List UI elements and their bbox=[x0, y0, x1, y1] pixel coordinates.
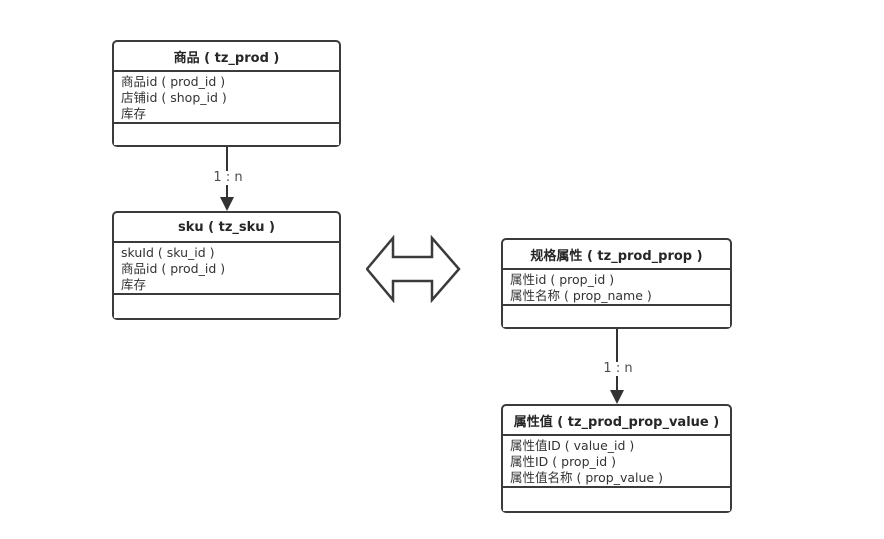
entity-table-tz-prod: 商品 ( tz_prod ) 商品id ( prod_id ) 店铺id ( s… bbox=[112, 40, 341, 147]
arrow-down-icon bbox=[220, 197, 234, 211]
entity-field-list: 商品id ( prod_id ) 店铺id ( shop_id ) 库存 bbox=[114, 72, 339, 124]
field-row: 店铺id ( shop_id ) bbox=[121, 90, 227, 105]
entity-table-tz-prod-prop: 规格属性 ( tz_prod_prop ) 属性id ( prop_id ) 属… bbox=[501, 238, 732, 329]
entity-title: sku ( tz_sku ) bbox=[114, 213, 339, 243]
field-row: 属性值ID ( value_id ) bbox=[510, 438, 635, 453]
entity-table-tz-sku: sku ( tz_sku ) skuId ( sku_id ) 商品id ( p… bbox=[112, 211, 341, 320]
entity-footer-empty bbox=[114, 295, 339, 318]
entity-field-list: 属性值ID ( value_id ) 属性ID ( prop_id ) 属性值名… bbox=[503, 436, 730, 488]
double-horizontal-arrow-icon bbox=[366, 235, 461, 303]
entity-title: 规格属性 ( tz_prod_prop ) bbox=[503, 240, 730, 270]
arrow-down-icon bbox=[610, 390, 624, 404]
entity-footer-empty bbox=[503, 488, 730, 511]
field-row: 商品id ( prod_id ) bbox=[121, 74, 226, 89]
entity-footer-empty bbox=[503, 306, 730, 327]
cardinality-label: 1 : n bbox=[210, 171, 246, 185]
field-row: 属性id ( prop_id ) bbox=[510, 272, 615, 287]
entity-field-list: skuId ( sku_id ) 商品id ( prod_id ) 库存 bbox=[114, 243, 339, 295]
field-row: 属性名称 ( prop_name ) bbox=[510, 288, 652, 303]
cardinality-label: 1 : n bbox=[600, 362, 636, 376]
entity-title: 商品 ( tz_prod ) bbox=[114, 42, 339, 72]
field-row: 属性值名称 ( prop_value ) bbox=[510, 470, 663, 485]
entity-title: 属性值 ( tz_prod_prop_value ) bbox=[503, 406, 730, 436]
field-row: 库存 bbox=[121, 106, 147, 121]
connector-line-prop-to-value bbox=[616, 329, 618, 390]
field-row: 商品id ( prod_id ) bbox=[121, 261, 226, 276]
field-row: skuId ( sku_id ) bbox=[121, 245, 215, 260]
entity-footer-empty bbox=[114, 124, 339, 145]
entity-table-tz-prod-prop-value: 属性值 ( tz_prod_prop_value ) 属性值ID ( value… bbox=[501, 404, 732, 513]
field-row: 属性ID ( prop_id ) bbox=[510, 454, 617, 469]
field-row: 库存 bbox=[121, 277, 147, 292]
entity-field-list: 属性id ( prop_id ) 属性名称 ( prop_name ) bbox=[503, 270, 730, 306]
